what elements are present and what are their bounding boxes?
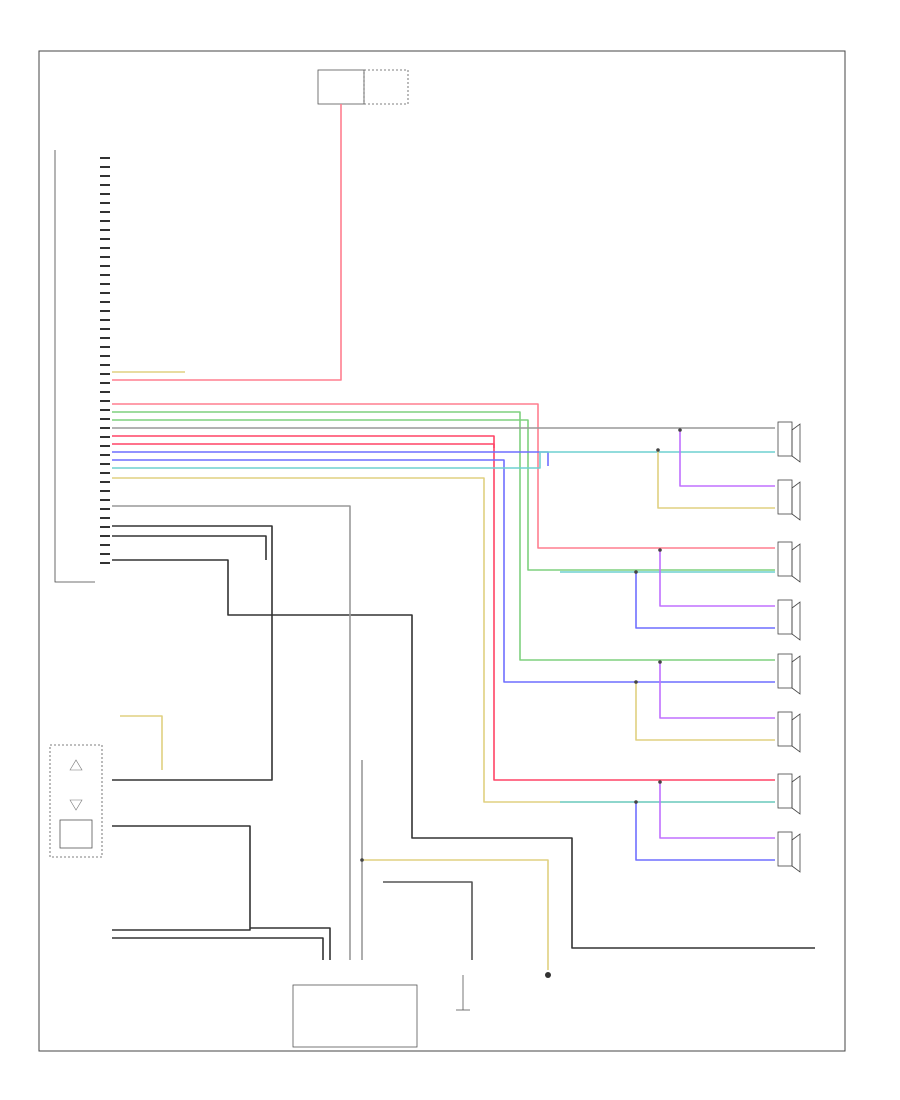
wire-antenna-yellow xyxy=(362,859,549,970)
steering-switch xyxy=(49,744,103,858)
connector-pin xyxy=(100,553,110,555)
connector-pin xyxy=(100,427,110,429)
connector-pin xyxy=(100,292,110,294)
connector-pin xyxy=(100,355,110,357)
wire-blue-a xyxy=(112,451,549,466)
connector-pin xyxy=(100,436,110,438)
connector-pin xyxy=(100,526,110,528)
connector-pin xyxy=(100,310,110,312)
speaker-4 xyxy=(777,599,801,641)
speaker-8 xyxy=(777,831,801,873)
connector-pin xyxy=(100,454,110,456)
connector-pin xyxy=(100,481,110,483)
connector-pin xyxy=(100,517,110,519)
connector-pin xyxy=(100,166,110,168)
wire-sp-violet-2 xyxy=(659,550,775,607)
connector-pin xyxy=(100,265,110,267)
radio-unit xyxy=(54,150,95,583)
wire-sp-violet-3 xyxy=(659,662,775,719)
wire-sp-blue-1 xyxy=(635,572,775,629)
connector-pin xyxy=(100,499,110,501)
speaker-5 xyxy=(777,653,801,695)
connector-pin xyxy=(100,328,110,330)
wire-sp-violet-1 xyxy=(679,430,775,487)
connector-pin xyxy=(100,382,110,384)
wire-audio-dark-1 xyxy=(112,937,324,960)
wire-harness xyxy=(112,104,815,970)
connector-pin xyxy=(100,445,110,447)
connector-pin xyxy=(100,544,110,546)
wire-dark-3 xyxy=(112,559,815,949)
connector-pin xyxy=(100,175,110,177)
connector-pin xyxy=(100,409,110,411)
ground-junction xyxy=(456,975,470,1011)
wire-steering-dark xyxy=(112,825,251,931)
wire-sp-yellow-1 xyxy=(657,450,775,509)
connector-pin xyxy=(100,184,110,186)
connector-pin xyxy=(100,400,110,402)
wire-steering-yellow xyxy=(120,715,163,770)
wire-sp-yellow-2 xyxy=(635,682,775,741)
connector-pin xyxy=(100,391,110,393)
fuse-block xyxy=(317,69,409,105)
connector-pin xyxy=(100,238,110,240)
connector-pin xyxy=(100,202,110,204)
wire-dark-2 xyxy=(112,535,267,560)
connector-pin xyxy=(100,346,110,348)
speaker-3 xyxy=(777,541,801,583)
connector-pin xyxy=(100,472,110,474)
speaker-1 xyxy=(777,421,801,463)
connector-pin xyxy=(100,247,110,249)
wire-sp1-red xyxy=(112,403,775,549)
connector-pin xyxy=(100,535,110,537)
radio-connector-pins xyxy=(100,157,110,564)
connector-pin xyxy=(100,364,110,366)
wire-sp2-green xyxy=(112,419,775,571)
external-audio-connector xyxy=(292,984,418,1048)
speaker-2 xyxy=(777,479,801,521)
wire-ground-dark xyxy=(383,881,473,960)
speaker-7 xyxy=(777,773,801,815)
wire-dark-1 xyxy=(112,525,273,781)
connector-pin xyxy=(100,220,110,222)
connector-pin xyxy=(100,157,110,159)
junction-dots xyxy=(360,428,682,862)
connector-pin xyxy=(100,418,110,420)
wire-pink-b xyxy=(112,443,495,448)
connector-pin xyxy=(100,256,110,258)
wire-audio-dark-2 xyxy=(250,927,331,960)
speaker-6 xyxy=(777,711,801,753)
wire-sp1-green xyxy=(112,411,775,661)
wire-pink-a xyxy=(112,435,775,781)
connector-pin xyxy=(100,562,110,564)
wire-sp-violet-4 xyxy=(659,782,775,839)
wire-sp-blue-2 xyxy=(635,802,775,861)
connector-pin xyxy=(100,193,110,195)
wire-gray-3 xyxy=(112,505,351,960)
wire-blue-b xyxy=(112,459,775,683)
antenna xyxy=(545,972,551,978)
wire-power-red xyxy=(112,104,342,381)
connector-pin xyxy=(100,319,110,321)
speaker-group xyxy=(777,421,801,873)
connector-pin xyxy=(100,337,110,339)
connector-pin xyxy=(100,283,110,285)
connector-pin xyxy=(100,463,110,465)
diagram-frame xyxy=(38,50,846,1052)
connector-pin xyxy=(100,229,110,231)
connector-pin xyxy=(100,490,110,492)
connector-pin xyxy=(100,211,110,213)
connector-pin xyxy=(100,373,110,375)
connector-pin xyxy=(100,301,110,303)
connector-pin xyxy=(100,274,110,276)
connector-pin xyxy=(100,508,110,510)
